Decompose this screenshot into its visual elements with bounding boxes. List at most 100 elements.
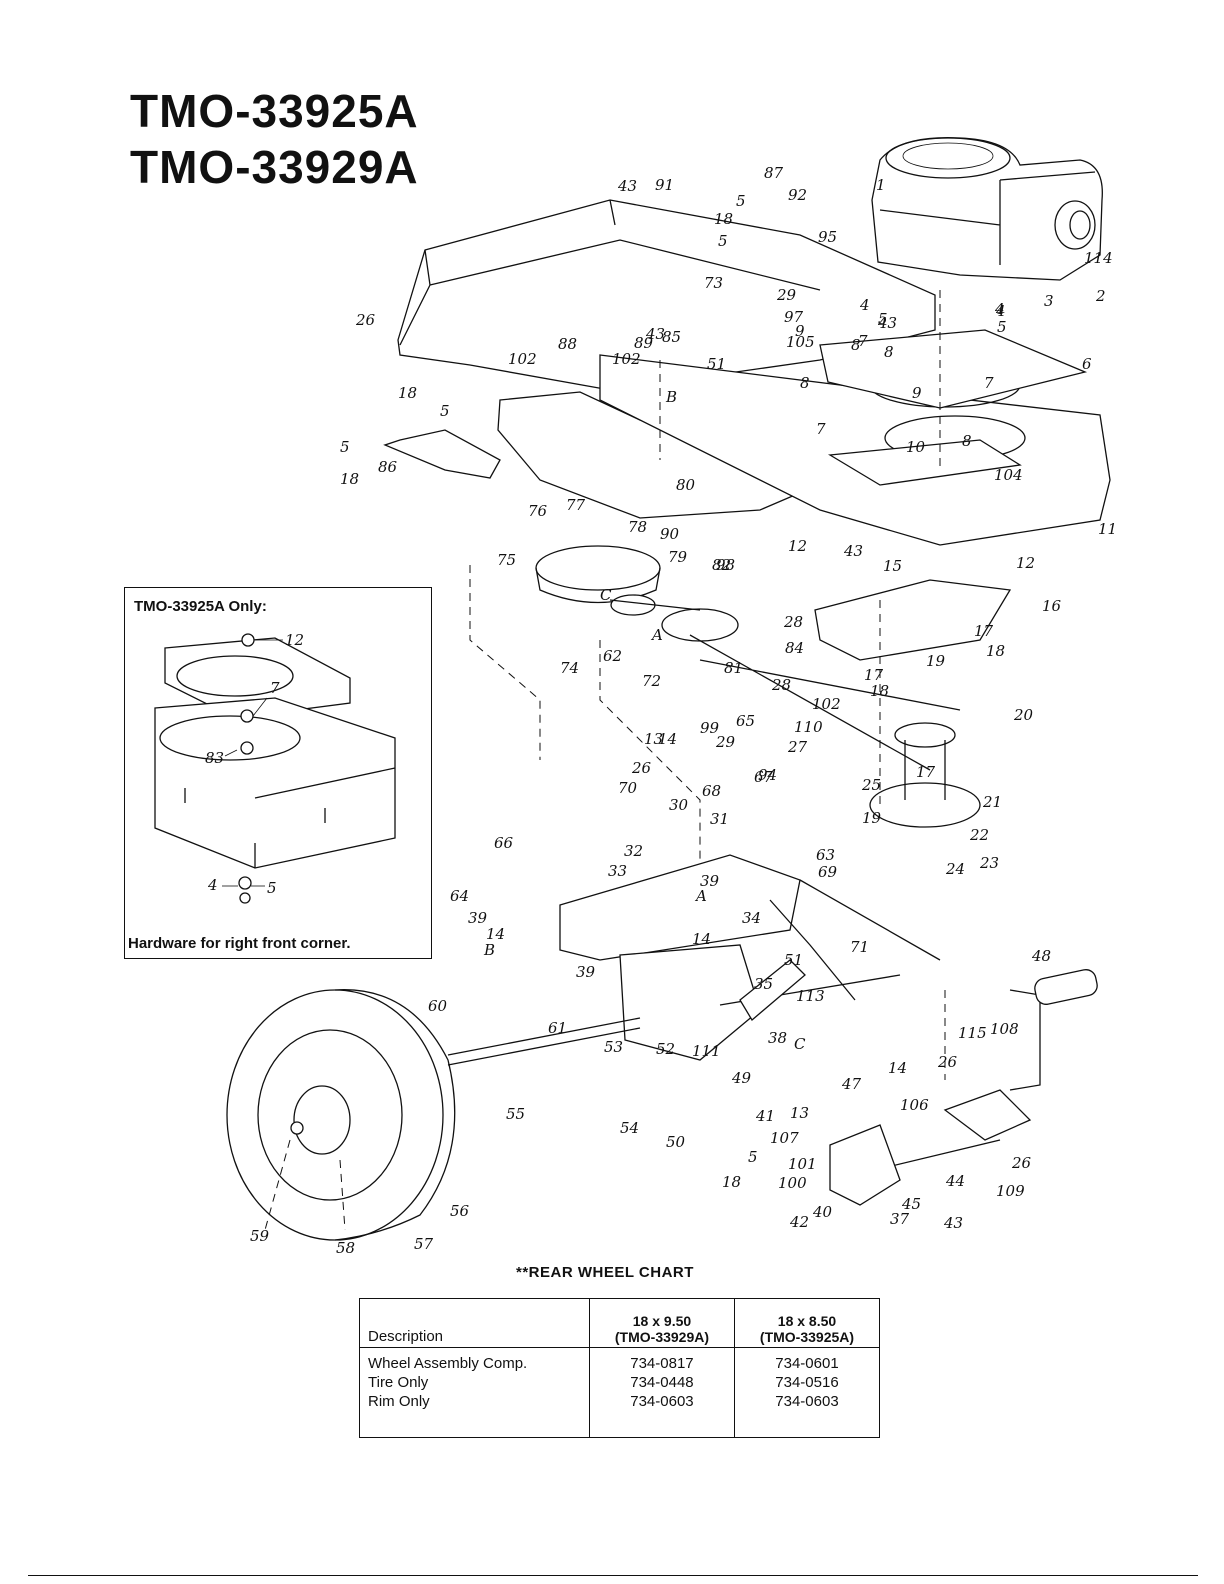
part-number-label: 74 bbox=[560, 659, 579, 677]
part-number-label: 86 bbox=[378, 458, 398, 476]
inset-part-number-label: 83 bbox=[205, 749, 224, 767]
part-number-label: 13 bbox=[790, 1104, 809, 1122]
part-number-label: 23 bbox=[979, 854, 999, 872]
inset-part-number-label: 7 bbox=[270, 679, 280, 697]
part-number-label: 1 bbox=[876, 176, 886, 194]
part-number-label: 7 bbox=[858, 332, 868, 350]
part-number-label: 5 bbox=[997, 318, 1007, 336]
part-number-label: 67 bbox=[754, 768, 774, 786]
part-number-label: 76 bbox=[528, 502, 548, 520]
part-number-label: 43 bbox=[645, 325, 665, 343]
part-number-label: 14 bbox=[888, 1059, 907, 1077]
part-number-label: 19 bbox=[862, 809, 882, 827]
part-number-label: 5 bbox=[440, 402, 450, 420]
part-number-label: 18 bbox=[722, 1173, 741, 1191]
part-number-label: 29 bbox=[776, 286, 797, 304]
rear-wheel-chart-table: Description 18 x 9.50(TMO-33929A) 18 x 8… bbox=[359, 1298, 880, 1438]
inset-part-number-label: 5 bbox=[267, 879, 277, 897]
assembly-guide-lines bbox=[264, 290, 946, 1231]
part-number-label: 111 bbox=[692, 1042, 721, 1060]
inset-part-number-label: 12 bbox=[285, 631, 304, 649]
part-number-label: 90 bbox=[660, 525, 680, 543]
part-number-label: 64 bbox=[450, 887, 469, 905]
part-number-label: 106 bbox=[900, 1096, 929, 1114]
part-number-label: 102 bbox=[812, 695, 841, 713]
rear-wheel-chart-title: **REAR WHEEL CHART bbox=[516, 1264, 694, 1281]
part-number-label: 26 bbox=[631, 759, 652, 777]
part-number-label: 7 bbox=[984, 374, 994, 392]
part-number-label: 28 bbox=[783, 613, 803, 631]
part-number-label: 52 bbox=[656, 1040, 675, 1058]
part-number-label: 109 bbox=[996, 1182, 1025, 1200]
part-number-label: 97 bbox=[784, 308, 804, 326]
part-number-cell: 734-0817 734-0448 734-0603 bbox=[588, 1347, 735, 1438]
mower-deck-drawing bbox=[383, 199, 1111, 661]
part-number-label: 7 bbox=[816, 420, 826, 438]
part-number-label: 32 bbox=[624, 842, 643, 860]
part-number-label: 15 bbox=[883, 557, 902, 575]
part-number-label: 85 bbox=[662, 328, 681, 346]
table-row: Wheel Assembly Comp. Tire Only Rim Only … bbox=[359, 1347, 880, 1438]
part-number-label: 2 bbox=[1095, 287, 1106, 305]
part-number-label: 115 bbox=[958, 1024, 987, 1042]
part-number-label: B bbox=[665, 388, 677, 406]
part-number-label: 51 bbox=[707, 355, 726, 373]
header-size-2: 18 x 8.50(TMO-33925A) bbox=[733, 1298, 880, 1348]
part-number-label: C bbox=[600, 586, 612, 604]
part-number-label: 4 bbox=[995, 302, 1006, 320]
part-number-label: 17 bbox=[864, 666, 884, 684]
part-number-label: 61 bbox=[548, 1019, 567, 1037]
part-callout-labels: 1234445555555677788889910111212131314141… bbox=[250, 164, 1117, 1257]
part-number-label: 21 bbox=[982, 793, 1002, 811]
part-number-label: 70 bbox=[618, 779, 638, 797]
part-number-label: 89 bbox=[634, 334, 654, 352]
part-number-label: 31 bbox=[710, 810, 729, 828]
part-number-label: 39 bbox=[700, 872, 720, 890]
part-number-label: 94 bbox=[758, 766, 777, 784]
part-number-label: 57 bbox=[414, 1235, 434, 1253]
part-number-label: 43 bbox=[877, 314, 897, 332]
part-number-label: 24 bbox=[945, 860, 965, 878]
part-number-label: 110 bbox=[794, 718, 823, 736]
part-number-label: 9 bbox=[795, 322, 805, 340]
part-number-label: 102 bbox=[508, 350, 537, 368]
part-number-label: 34 bbox=[742, 909, 761, 927]
part-number-label: 5 bbox=[878, 310, 888, 328]
part-number-label: 26 bbox=[355, 311, 376, 329]
part-number-label: 8 bbox=[884, 343, 894, 361]
part-number-label: 18 bbox=[986, 642, 1005, 660]
part-number-label: 33 bbox=[608, 862, 627, 880]
engine-drawing bbox=[871, 137, 1103, 281]
part-number-label: 43 bbox=[617, 177, 637, 195]
part-number-label: 59 bbox=[250, 1227, 270, 1245]
part-number-label: 40 bbox=[812, 1203, 833, 1221]
part-number-label: 12 bbox=[1016, 554, 1035, 572]
part-number-label: 87 bbox=[764, 164, 784, 182]
part-number-label: 17 bbox=[916, 763, 936, 781]
part-number-label: 60 bbox=[428, 997, 448, 1015]
part-number-label: 47 bbox=[841, 1075, 862, 1093]
part-number-label: 114 bbox=[1084, 249, 1113, 267]
part-number-label: A bbox=[694, 887, 707, 905]
part-number-label: 26 bbox=[1011, 1154, 1032, 1172]
part-number-label: 17 bbox=[974, 622, 994, 640]
part-number-label: 14 bbox=[658, 730, 677, 748]
part-number-label: 81 bbox=[724, 659, 743, 677]
part-number-label: 14 bbox=[692, 930, 711, 948]
brake-pedal-drawing bbox=[829, 969, 1098, 1206]
part-number-label: 26 bbox=[937, 1053, 958, 1071]
part-number-label: 51 bbox=[784, 951, 803, 969]
part-number-label: 8 bbox=[800, 374, 810, 392]
part-number-label: 4 bbox=[994, 300, 1005, 318]
part-number-label: 5 bbox=[736, 192, 746, 210]
part-number-label: 113 bbox=[796, 987, 825, 1005]
part-number-cell: 734-0601 734-0516 734-0603 bbox=[733, 1347, 880, 1438]
part-number-label: 44 bbox=[945, 1172, 965, 1190]
part-number-label: 22 bbox=[969, 826, 989, 844]
part-number-label: A bbox=[650, 626, 663, 644]
part-number-label: 41 bbox=[755, 1107, 775, 1125]
part-number-label: 102 bbox=[612, 350, 641, 368]
part-number-label: 16 bbox=[1042, 597, 1062, 615]
